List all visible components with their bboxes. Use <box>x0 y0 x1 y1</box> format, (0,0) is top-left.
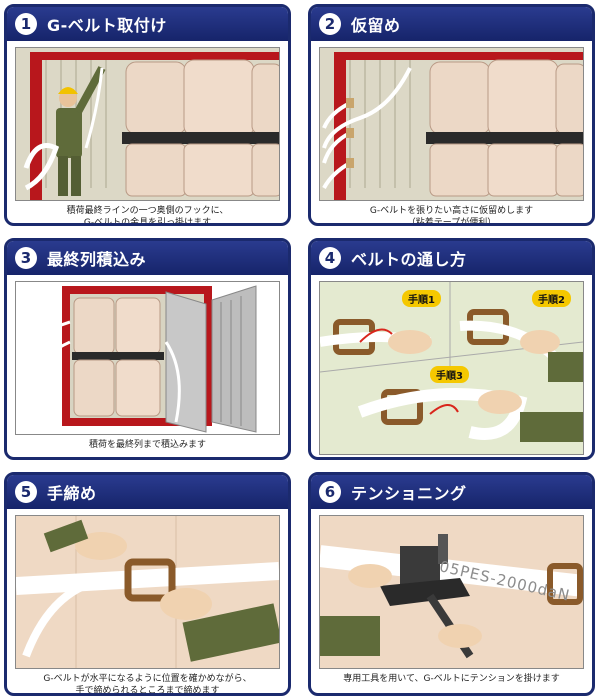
step-tag-3: 手順3 <box>430 366 469 383</box>
illustration-hand-tightening <box>15 515 280 669</box>
step-caption: 積荷最終ラインの一つ奥側のフックに、 G-ベルトの金具を引っ掛けます <box>66 206 229 226</box>
step-panel-5: 5 手締め G-ベルトが水平になるように位置を確かめながら、 手で締められるとこ… <box>4 472 291 696</box>
step-title: ベルトの通し方 <box>351 250 467 269</box>
panel-header: 6 テンショニング <box>311 475 592 509</box>
illustration-belt-attach <box>15 47 280 201</box>
step-title: 最終列積込み <box>47 250 147 269</box>
step-number-badge: 6 <box>319 481 341 503</box>
step-panel-3: 3 最終列積込み 積荷を最終列まで積込みます <box>4 238 291 460</box>
step-title: テンショニング <box>351 484 467 503</box>
step-tag-1: 手順1 <box>402 290 441 307</box>
step-panel-2: 2 仮留め <box>308 4 595 226</box>
step-title: 手締め <box>47 484 97 503</box>
step-tag-2: 手順2 <box>532 290 571 307</box>
illustration-belt-threading: 手順1 手順2 手順3 <box>319 281 584 455</box>
step-caption: 積荷を最終列まで積込みます <box>88 440 206 450</box>
illustration-final-row-loading <box>15 281 280 435</box>
panel-header: 3 最終列積込み <box>7 241 288 275</box>
step-title: 仮留め <box>351 16 401 35</box>
step-panel-1: 1 G-ベルト取付け <box>4 4 291 226</box>
step-caption: 専用工具を用いて、G-ベルトにテンションを掛けます <box>343 674 560 684</box>
panel-header: 2 仮留め <box>311 7 592 41</box>
illustration-tensioning: 05PES-2000daN <box>319 515 584 669</box>
step-number-badge: 2 <box>319 13 341 35</box>
step-title: G-ベルト取付け <box>47 16 167 35</box>
step-number-badge: 5 <box>15 481 37 503</box>
step-number-badge: 3 <box>15 247 37 269</box>
step-caption: G-ベルトを張りたい高さに仮留めします （粘着テープが便利） <box>369 206 534 226</box>
panel-header: 1 G-ベルト取付け <box>7 7 288 41</box>
step-panel-6: 6 テンショニング 05PES-2000daN 専用工具を用いて、G-ベルトにテ… <box>308 472 595 696</box>
step-number-badge: 1 <box>15 13 37 35</box>
panel-header: 4 ベルトの通し方 <box>311 241 592 275</box>
panel-header: 5 手締め <box>7 475 288 509</box>
step-number-badge: 4 <box>319 247 341 269</box>
step-panel-4: 4 ベルトの通し方 手順1 手順2 手順3 <box>308 238 595 460</box>
step-caption: G-ベルトが水平になるように位置を確かめながら、 手で締められるところまで締めま… <box>43 674 252 696</box>
illustration-temporary-fix <box>319 47 584 201</box>
